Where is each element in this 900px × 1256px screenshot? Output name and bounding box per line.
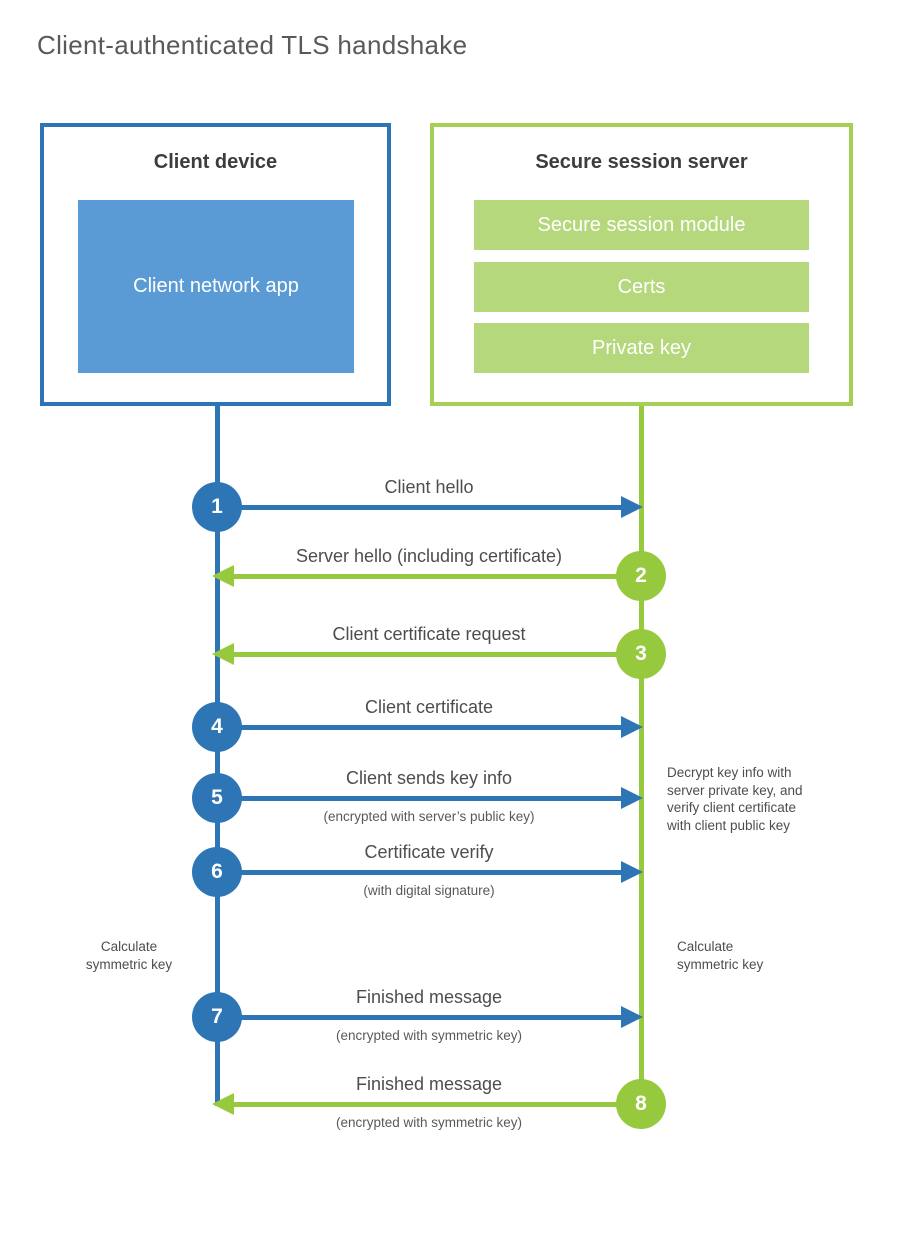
message-7-sublabel: (encrypted with symmetric key) (335, 1028, 523, 1043)
server-lifeline (639, 406, 644, 1106)
decrypt-key-note: Decrypt key info with server private key… (667, 764, 803, 834)
message-7-arrowhead-icon (621, 1006, 643, 1028)
message-5-arrow-line (217, 795, 625, 801)
message-1-label: Client hello (384, 477, 474, 497)
page-title: Client-authenticated TLS handshake (37, 30, 468, 60)
message-1-step-badge: 1 (192, 482, 242, 532)
client-lifeline (215, 406, 220, 1106)
message-1-arrow-line (217, 504, 625, 510)
message-6-sublabel: (with digital signature) (363, 883, 495, 898)
message-6-arrowhead-icon (621, 861, 643, 883)
calc-note-line: Calculate (100, 939, 158, 954)
message-7-step-badge: 7 (192, 992, 242, 1042)
message-8-label: Finished message (355, 1074, 503, 1094)
message-5-sublabel: (encrypted with server’s public key) (323, 809, 535, 824)
secure-session-server-box: Secure session server Secure session mod… (430, 123, 853, 406)
message-4-arrowhead-icon (621, 716, 643, 738)
client-device-box: Client device Client network app (40, 123, 391, 406)
message-6-arrow-line (217, 869, 625, 875)
message-3-arrowhead-icon (212, 643, 234, 665)
message-8-arrow-line (234, 1101, 641, 1107)
message-3-label: Client certificate request (332, 624, 526, 644)
message-2-arrow-line (234, 573, 641, 579)
client-network-app-label: Client network app (133, 275, 299, 297)
message-6-step-badge: 6 (192, 847, 242, 897)
message-2-step-badge: 2 (616, 551, 666, 601)
message-3-step-badge: 3 (616, 629, 666, 679)
message-4-arrow-line (217, 724, 625, 730)
message-4-step-badge: 4 (192, 702, 242, 752)
server-title: Secure session server (535, 151, 748, 173)
calculate-symmetric-key-note-server: Calculate symmetric key (677, 938, 763, 973)
decrypt-key-note-line: verify client certificate (667, 800, 797, 815)
calc-note-line: symmetric key (85, 956, 173, 972)
server-module-private-key: Private key (474, 323, 809, 373)
message-8-sublabel: (encrypted with symmetric key) (335, 1115, 523, 1130)
message-6-label: Certificate verify (364, 842, 494, 862)
decrypt-key-note-line: server private key, and (667, 782, 803, 798)
message-8-step-badge: 8 (616, 1079, 666, 1129)
calculate-symmetric-key-note-client: Calculate symmetric key (68, 938, 190, 973)
message-2-label: Server hello (including certificate) (295, 546, 563, 566)
message-5-arrowhead-icon (621, 787, 643, 809)
message-5-step-badge: 5 (192, 773, 242, 823)
decrypt-key-note-line: with client public key (667, 817, 791, 833)
message-4-label: Client certificate (364, 697, 494, 717)
message-5-label: Client sends key info (345, 768, 513, 788)
message-2-arrowhead-icon (212, 565, 234, 587)
client-device-title: Client device (153, 151, 278, 173)
calc-note-line: Calculate (677, 939, 734, 954)
client-network-app-block: Client network app (78, 200, 354, 373)
server-module-certs: Certs (474, 262, 809, 312)
calc-note-line: symmetric key (677, 956, 764, 972)
decrypt-key-note-line: Decrypt key info with (667, 765, 792, 780)
message-8-arrowhead-icon (212, 1093, 234, 1115)
message-3-arrow-line (234, 651, 641, 657)
message-7-arrow-line (217, 1014, 625, 1020)
server-module-secure-session: Secure session module (474, 200, 809, 250)
message-1-arrowhead-icon (621, 496, 643, 518)
message-7-label: Finished message (355, 987, 503, 1007)
